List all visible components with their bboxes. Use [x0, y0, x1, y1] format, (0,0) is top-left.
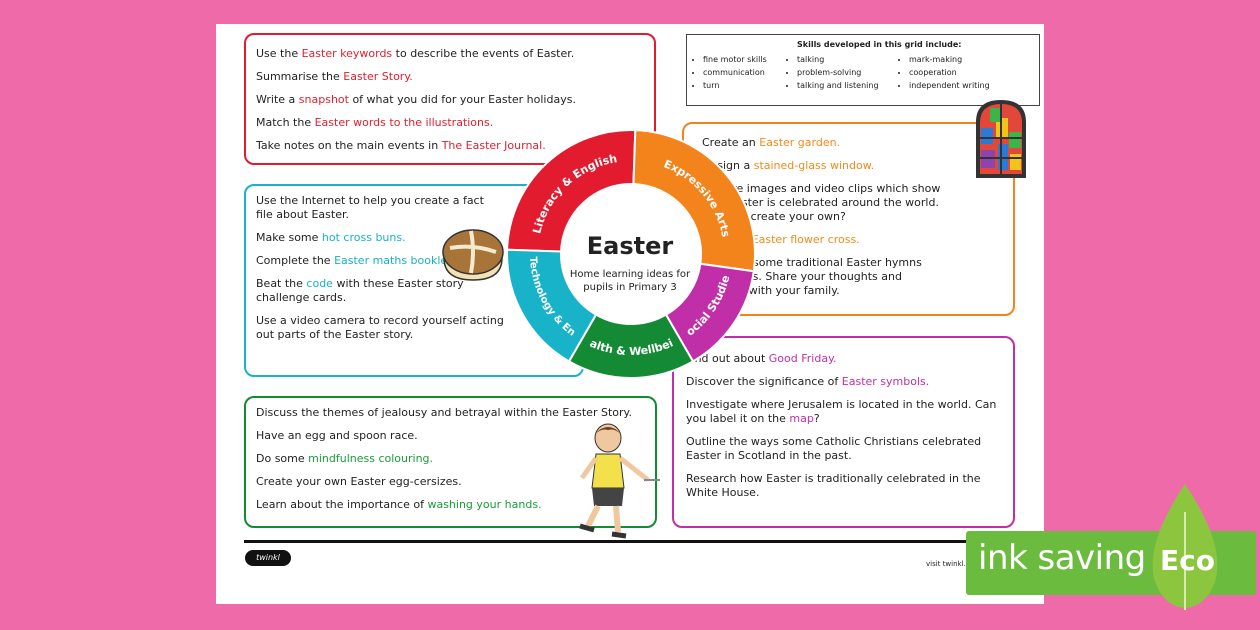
skill-item: problem-solving	[797, 66, 879, 79]
activity-line: Design a stained-glass window.	[702, 159, 1003, 173]
skill-item: talking and listening	[797, 79, 879, 92]
activity-line: Investigate where Jerusalem is located i…	[686, 398, 1003, 426]
activity-link[interactable]: washing your hands.	[427, 498, 542, 511]
activity-line: Discover the significance of Easter symb…	[686, 375, 1003, 389]
activity-text: Do some	[256, 452, 309, 465]
activity-text: Investigate where Jerusalem is located i…	[686, 398, 997, 425]
activity-link[interactable]: stained-glass window.	[753, 159, 875, 172]
activity-text: Write a	[256, 93, 299, 106]
activity-line: Discuss the themes of jealousy and betra…	[256, 406, 645, 420]
activity-text: Use the	[256, 47, 302, 60]
activity-text: of what you did for your Easter holidays…	[348, 93, 576, 106]
activity-link[interactable]: Easter maths booklet.	[334, 254, 455, 267]
skill-item: turn	[703, 79, 767, 92]
activity-link[interactable]: code	[306, 277, 333, 290]
activity-text: Make some	[256, 231, 322, 244]
activity-link[interactable]: Easter garden.	[759, 136, 841, 149]
activity-line: Learn about the importance of washing yo…	[256, 498, 645, 512]
skill-item: fine motor skills	[703, 53, 767, 66]
activity-line: Have an egg and spoon race.	[256, 429, 645, 443]
activity-link[interactable]: hot cross buns.	[321, 231, 406, 244]
activity-text: Learn about the importance of	[256, 498, 428, 511]
social-studies-box: Find out about Good Friday. Discover the …	[672, 336, 1015, 528]
activity-line: Write a snapshot of what you did for you…	[256, 93, 644, 107]
activity-link[interactable]: mindfulness colouring.	[308, 452, 434, 465]
activity-text: Complete the	[256, 254, 335, 267]
leaf-icon	[1152, 484, 1218, 610]
activity-text: Use a video camera to record yourself ac…	[256, 314, 504, 341]
skill-item: talking	[797, 53, 879, 66]
activity-link[interactable]: map	[789, 412, 814, 425]
skill-item: communication	[703, 66, 767, 79]
activity-text: with these Easter story challenge cards.	[256, 277, 464, 304]
activity-text: Summarise the	[256, 70, 344, 83]
wheel-title: Easter	[586, 232, 674, 260]
activity-text: Match the	[256, 116, 315, 129]
twinkl-logo[interactable]: twinkl	[245, 550, 291, 566]
activity-text: Create an	[702, 136, 760, 149]
activity-text: to describe the events of Easter.	[392, 47, 575, 60]
activity-line: Make some hot cross buns.	[256, 231, 572, 245]
activity-line: Take notes on the main events in The Eas…	[256, 139, 644, 153]
skills-col3: mark-makingcooperationindependent writin…	[899, 53, 990, 92]
activity-link[interactable]: The Easter Journal.	[441, 139, 546, 152]
health-box: Discuss the themes of jealousy and betra…	[244, 396, 657, 528]
activity-text: Discover the significance of	[686, 375, 842, 388]
activity-line: Beat the code with these Easter story ch…	[256, 277, 572, 305]
activity-text: Beat the	[256, 277, 307, 290]
stained-glass-window-illustration	[976, 100, 1026, 178]
skills-col1: fine motor skillscommunicationturn	[693, 53, 767, 92]
activity-line: Research how Easter is traditionally cel…	[686, 472, 1003, 500]
activity-line: Do some mindfulness colouring.	[256, 452, 645, 466]
activity-line: Create an Easter garden.	[702, 136, 1003, 150]
activity-text: Discuss the themes of jealousy and betra…	[256, 406, 632, 419]
skills-box: Skills developed in this grid include: f…	[686, 34, 1040, 106]
activity-text: ?	[813, 412, 820, 425]
activity-line: Use a video camera to record yourself ac…	[256, 314, 572, 342]
activity-link[interactable]: Good Friday.	[768, 352, 837, 365]
activity-text: Research how Easter is traditionally cel…	[686, 472, 981, 499]
activity-text: Take notes on the main events in	[256, 139, 442, 152]
activity-link[interactable]: snapshot	[298, 93, 349, 106]
activity-line: Use the Internet to help you create a fa…	[256, 194, 572, 222]
skill-item: independent writing	[909, 79, 990, 92]
activity-line: Match the Easter words to the illustrati…	[256, 116, 644, 130]
activity-line: Use the Easter keywords to describe the …	[256, 47, 644, 61]
activity-link[interactable]: Easter keywords	[301, 47, 393, 60]
skills-title: Skills developed in this grid include:	[797, 40, 962, 49]
eco-text: Eco	[1160, 544, 1215, 577]
skill-item: mark-making	[909, 53, 990, 66]
activity-text: Outline the ways some Catholic Christian…	[686, 435, 982, 462]
activity-link[interactable]: Easter words to the illustrations.	[314, 116, 494, 129]
activity-link[interactable]: Easter Story.	[343, 70, 413, 83]
activity-line: Find out about Good Friday.	[686, 352, 1003, 366]
visit-link[interactable]: visit twinkl.c	[926, 560, 970, 568]
wheel-subtitle: Home learning ideas for pupils in Primar…	[569, 269, 691, 293]
activity-text: Use the Internet to help you create a fa…	[256, 194, 484, 221]
activity-line: Create your own Easter egg-cersizes.	[256, 475, 645, 489]
skills-col2: talkingproblem-solvingtalking and listen…	[787, 53, 879, 92]
hot-cross-bun-illustration	[442, 229, 504, 281]
activity-text: Create your own Easter egg-cersizes.	[256, 475, 462, 488]
skill-item: cooperation	[909, 66, 990, 79]
footer-rule	[244, 540, 1044, 543]
activity-link[interactable]: Easter symbols.	[841, 375, 930, 388]
activity-text: Have an egg and spoon race.	[256, 429, 418, 442]
egg-and-spoon-boy-illustration	[579, 423, 660, 539]
activity-line: Summarise the Easter Story.	[256, 70, 644, 84]
activity-link[interactable]: Easter flower cross.	[751, 233, 860, 246]
ink-saving-text: ink saving	[978, 538, 1146, 578]
activity-line: Outline the ways some Catholic Christian…	[686, 435, 1003, 463]
